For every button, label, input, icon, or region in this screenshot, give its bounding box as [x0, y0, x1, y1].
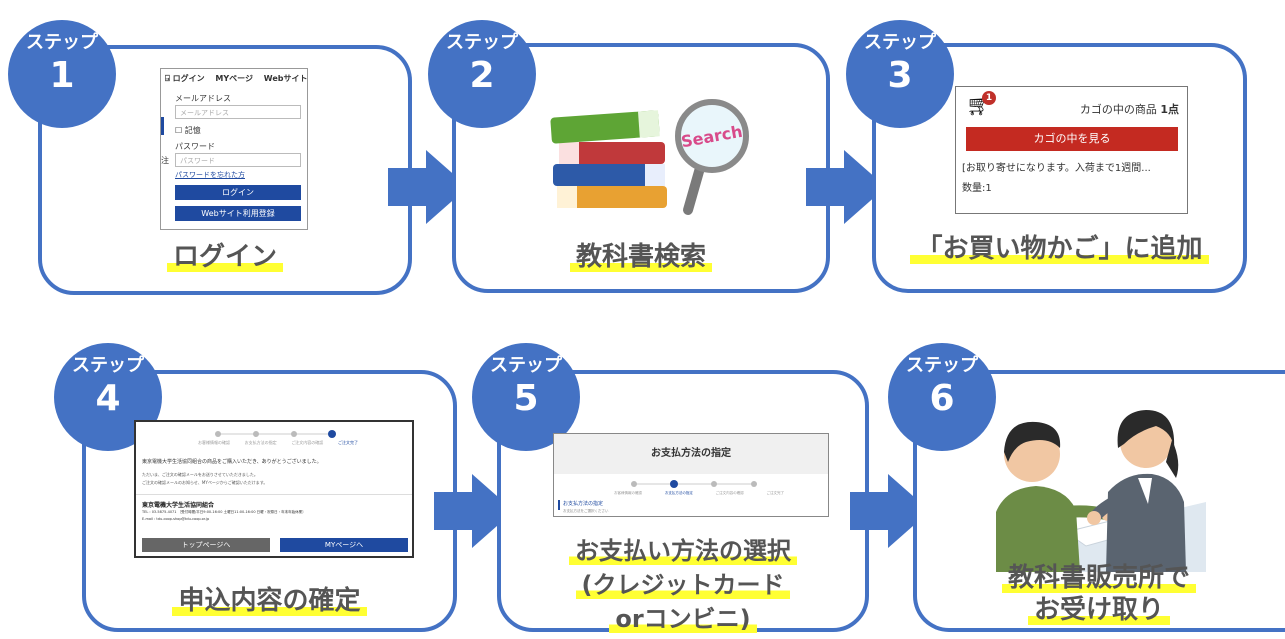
- pay-step-2: お支払方法の指定: [664, 491, 693, 495]
- register-button[interactable]: Webサイト利用登録: [175, 206, 301, 221]
- pay-step-3: ご注文内容の確認: [715, 491, 744, 495]
- email-input[interactable]: メールアドレス: [175, 105, 301, 119]
- confirm-note-1: ただいま、ご注文の確認メールをお送りさせていただきました。: [142, 472, 258, 477]
- remember-label: 記憶: [184, 126, 201, 135]
- pay-step-4: ご注文完了: [766, 491, 784, 495]
- step-6-label: ステップ: [906, 355, 978, 376]
- shop-name: 東京電機大学生活協同組合: [142, 502, 215, 509]
- step-5-caption-line-3: orコンビニ): [609, 605, 757, 633]
- step-5-caption-line-1: お支払い方法の選択: [569, 537, 797, 565]
- step-4-number: 4: [95, 378, 121, 419]
- email-label: メールアドレス: [175, 94, 231, 103]
- step-2-caption: 教科書検索: [452, 240, 830, 274]
- login-button[interactable]: ログイン: [175, 185, 301, 200]
- shop-email: E-mail : tdu-coop-shop@tdu-coop.or.jp: [142, 517, 210, 521]
- step-6-badge: ステップ 6: [888, 343, 996, 451]
- cart-quantity: 数量:1: [962, 183, 992, 194]
- confirm-step-3: ご注文内容の確認: [291, 440, 324, 445]
- cart-item-count: 1点: [1160, 103, 1179, 116]
- top-page-button[interactable]: トップページへ: [142, 538, 270, 552]
- step-1-number: 1: [49, 55, 75, 96]
- mypage-button[interactable]: MYページへ: [280, 538, 408, 552]
- arrow-right-icon: [850, 474, 930, 548]
- step-6-caption-line-2: お受け取り: [1027, 595, 1170, 625]
- login-screenshot: ⍈ ログイン MYページ Webサイト利用登 注 メールアドレス メールアドレス…: [160, 68, 308, 230]
- nav-mypage: MYページ: [215, 74, 253, 83]
- password-label: パスワード: [175, 142, 215, 151]
- side-char: 注: [161, 156, 169, 165]
- password-input[interactable]: パスワード: [175, 153, 301, 167]
- forgot-password-link[interactable]: パスワードを忘れた方: [175, 171, 245, 179]
- payment-screenshot: お支払方法の指定 お客様情報の確認 お支払方法の指定 ご注文内容の確認 ご注文完…: [553, 433, 829, 517]
- step-6-caption-line-1: 教科書販売所で: [1001, 563, 1196, 593]
- arrow-right-icon: [806, 150, 886, 224]
- confirm-screenshot: お客様情報の確認 お支払方法の指定 ご注文内容の確認 ご注文完了 東京電機大学生…: [134, 420, 414, 558]
- arrow-right-icon: [434, 474, 514, 548]
- confirm-step-4: ご注文完了: [337, 440, 358, 445]
- step-2-badge: ステップ 2: [428, 20, 536, 128]
- step-2-label: ステップ: [446, 32, 518, 53]
- step-5-number: 5: [513, 378, 539, 419]
- step-1-caption: ログイン: [38, 240, 412, 274]
- step-5-label: ステップ: [490, 355, 562, 376]
- step-4-label: ステップ: [72, 355, 144, 376]
- confirm-step-1: お客様情報の確認: [198, 440, 230, 445]
- step-3-label: ステップ: [864, 32, 936, 53]
- arrow-right-icon: [388, 150, 468, 224]
- step-3-number: 3: [887, 55, 913, 96]
- payment-progress: [631, 480, 757, 488]
- nav-login: ログイン: [172, 74, 205, 83]
- cart-count-badge: 1: [982, 91, 996, 105]
- counter-handover-illustration: [996, 410, 1206, 572]
- payment-section-title: お支払方法の指定: [563, 501, 604, 507]
- door-icon: ⍈: [165, 74, 170, 83]
- payment-section-sub: お支払方法をご選択ください: [563, 509, 609, 513]
- step-1-badge: ステップ 1: [8, 20, 116, 128]
- step-6-number: 6: [929, 378, 955, 419]
- confirm-thanks: 東京電機大学生活協同組合の商品をご購入いただき、ありがとうございました。: [142, 459, 322, 465]
- nav-register: Webサイト利用登: [263, 74, 308, 83]
- shop-tel: TEL : 03-5875-4071 〔受付時間/平日9:00-16:00 土曜…: [142, 510, 306, 514]
- step-3-caption: 「お買い物かご」に追加: [872, 232, 1247, 266]
- books-icon: [550, 110, 667, 208]
- confirm-step-2: お支払方法の指定: [244, 440, 277, 445]
- pay-step-1: お客様情報の確認: [614, 491, 642, 495]
- step-4-caption: 申込内容の確定: [82, 584, 457, 618]
- step-1-label: ステップ: [26, 32, 98, 53]
- magnifier-icon: Search: [675, 99, 749, 215]
- step-5-caption-line-2: (クレジットカード: [575, 571, 791, 599]
- remember-checkbox[interactable]: ☐: [175, 126, 183, 135]
- cart-item-text: [お取り寄せになります。入荷まで1週間...: [962, 163, 1151, 174]
- step-5-caption: お支払い方法の選択 (クレジットカード orコンビニ): [497, 534, 869, 636]
- progress-steps: [215, 430, 336, 438]
- view-cart-button[interactable]: カゴの中を見る: [966, 127, 1178, 151]
- confirm-note-2: ご注文の確認メールのお知らせ、MYページからご確認いただけます。: [142, 480, 268, 485]
- step-3-badge: ステップ 3: [846, 20, 954, 128]
- payment-title: お支払方法の指定: [554, 434, 828, 474]
- step-2-number: 2: [469, 55, 495, 96]
- step-6-caption: 教科書販売所で お受け取り: [913, 562, 1285, 626]
- cart-summary: カゴの中の商品: [1079, 103, 1157, 116]
- cart-screenshot: 🛒︎ 1 カゴの中の商品 1点 カゴの中を見る [お取り寄せになります。入荷まで…: [955, 86, 1188, 214]
